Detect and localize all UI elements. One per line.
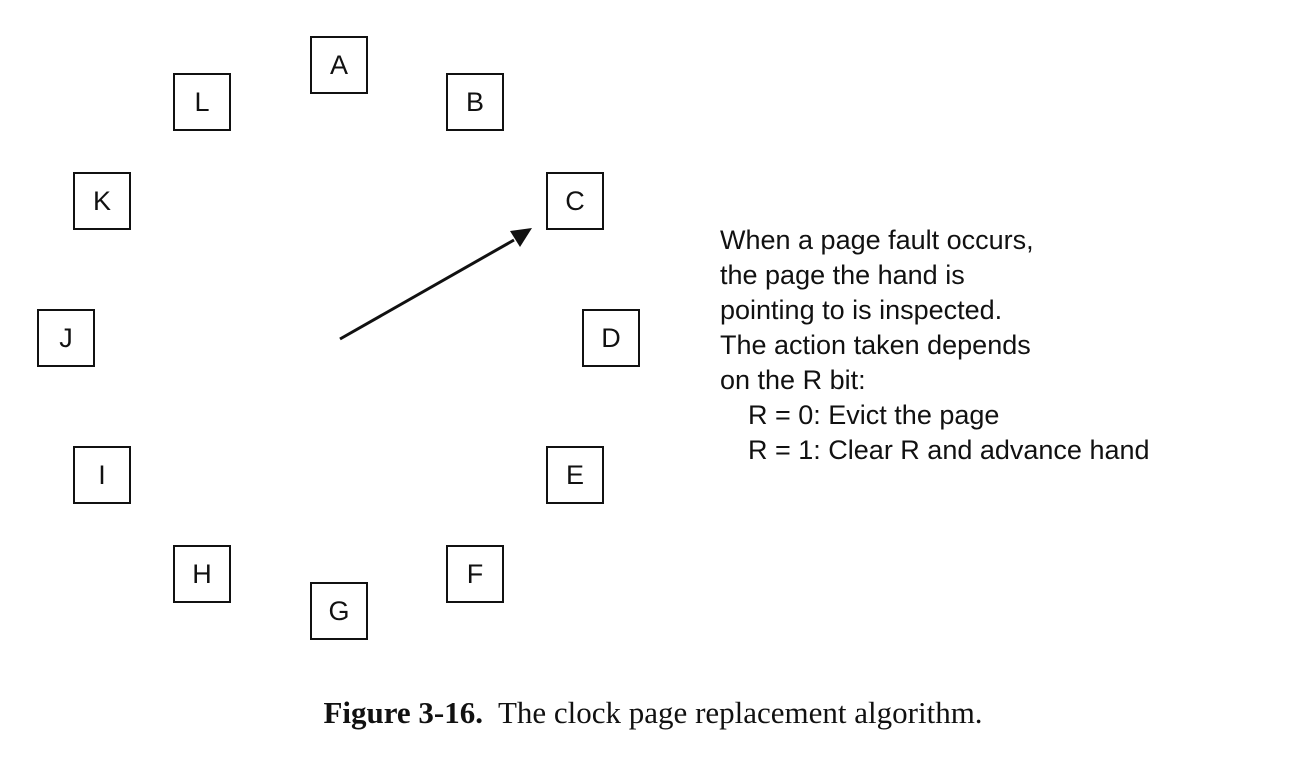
clock-hand-arrowhead — [510, 228, 532, 247]
page-frame-l: L — [173, 73, 231, 131]
page-frame-e: E — [546, 446, 604, 504]
page-label: L — [194, 86, 210, 117]
figure-caption-text: The clock page replacement algorithm. — [497, 695, 983, 730]
page-frame-k: K — [73, 172, 131, 230]
page-frame-g: G — [310, 582, 368, 640]
explanation-line: When a page fault occurs, — [720, 225, 1034, 255]
page-label: J — [59, 322, 73, 353]
figure-label: Figure 3-16. — [323, 695, 484, 730]
rule-r-zero: R = 0: Evict the page — [748, 400, 1000, 430]
clock-hand-shaft — [339, 238, 515, 341]
page-frame-f: F — [446, 545, 504, 603]
page-label: D — [601, 322, 621, 353]
page-frame-d: D — [582, 309, 640, 367]
page-label: E — [565, 459, 584, 490]
explanation-line: the page the hand is — [720, 260, 965, 290]
page-frame-j: J — [37, 309, 95, 367]
explanation-line: The action taken depends — [720, 330, 1031, 360]
page-label: F — [466, 558, 484, 589]
page-frame-c: C — [546, 172, 604, 230]
page-frame-i: I — [73, 446, 131, 504]
page-label: A — [329, 49, 348, 80]
explanation-line: on the R bit: — [720, 365, 866, 395]
page-frame-a: A — [310, 36, 368, 94]
explanation-line: pointing to is inspected. — [720, 295, 1003, 325]
page-label: B — [465, 86, 484, 117]
page-label: K — [92, 185, 111, 216]
page-frame-b: B — [446, 73, 504, 131]
algorithm-explanation: When a page fault occurs, the page the h… — [720, 223, 1150, 468]
page-label: I — [98, 459, 106, 490]
page-label: G — [328, 595, 350, 626]
figure-caption: Figure 3-16. The clock page replacement … — [0, 695, 1306, 731]
page-label: H — [192, 558, 212, 589]
rule-r-one: R = 1: Clear R and advance hand — [748, 435, 1150, 465]
page-frame-h: H — [173, 545, 231, 603]
page-label: C — [565, 185, 585, 216]
